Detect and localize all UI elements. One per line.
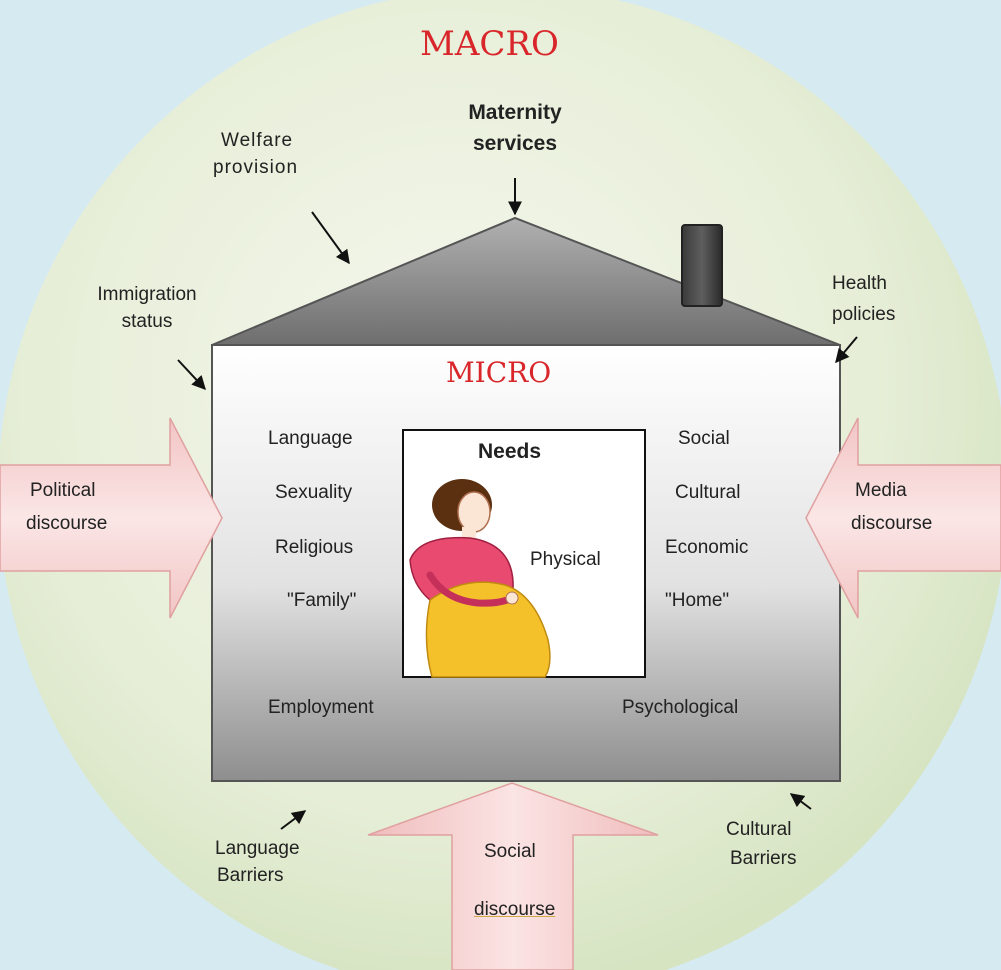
micro-left-item: "Family" bbox=[287, 590, 357, 611]
micro-right-item: Economic bbox=[665, 537, 749, 558]
micro-right-item: Cultural bbox=[675, 482, 741, 503]
maternity-line1: Maternity bbox=[468, 101, 562, 124]
welfare-provision-label: Welfare provision bbox=[213, 127, 298, 181]
welfare-line1: Welfare bbox=[221, 130, 294, 151]
immigration-status-label: Immigration status bbox=[72, 281, 222, 335]
language-barriers-line2: Barriers bbox=[217, 865, 284, 886]
micro-left-item: Sexuality bbox=[275, 482, 353, 503]
cultural-barriers-line2: Barriers bbox=[730, 848, 797, 869]
micro-left-item: Language bbox=[268, 428, 353, 449]
immigration-line2: status bbox=[121, 311, 173, 332]
maternity-services-label: Maternity services bbox=[430, 97, 600, 159]
media-discourse-label: Media discourse bbox=[851, 477, 932, 537]
social-discourse-line2: discourse bbox=[474, 899, 556, 920]
cultural-barriers-pointer-arrow bbox=[789, 793, 812, 810]
political-line2: discourse bbox=[26, 513, 108, 534]
health-line2: policies bbox=[832, 304, 896, 325]
immigration-pointer-arrow bbox=[177, 359, 206, 391]
micro-right-item: Social bbox=[678, 428, 730, 449]
language-barriers-label: Language Barriers bbox=[215, 835, 300, 889]
political-discourse-arrow bbox=[0, 417, 223, 619]
micro-right-item: Psychological bbox=[622, 697, 739, 718]
language-barriers-pointer-arrow bbox=[280, 810, 307, 830]
micro-left-item: Religious bbox=[275, 537, 354, 558]
political-discourse-label: Political discourse bbox=[26, 477, 107, 537]
welfare-line2: provision bbox=[213, 157, 299, 178]
social-discourse-line1: Social bbox=[484, 841, 536, 862]
micro-title: MICRO bbox=[446, 356, 552, 389]
cultural-barriers-line1: Cultural bbox=[726, 819, 792, 840]
language-barriers-line1: Language bbox=[215, 838, 300, 859]
political-line1: Political bbox=[30, 480, 96, 501]
media-discourse-arrow bbox=[805, 417, 1001, 619]
cultural-barriers-label: Cultural Barriers bbox=[722, 816, 797, 872]
maternity-line2: services bbox=[472, 132, 558, 155]
house-chimney bbox=[681, 224, 723, 307]
health-pointer-arrow bbox=[835, 336, 858, 364]
social-discourse-arrow bbox=[367, 782, 659, 970]
media-line1: Media bbox=[855, 480, 907, 501]
pregnant-woman-icon bbox=[409, 479, 551, 678]
micro-left-item: Employment bbox=[268, 697, 374, 718]
health-policies-label: Health policies bbox=[832, 270, 895, 328]
immigration-line1: Immigration bbox=[97, 284, 197, 305]
needs-physical-label: Physical bbox=[530, 549, 601, 570]
micro-right-item: "Home" bbox=[665, 590, 730, 611]
media-line2: discourse bbox=[851, 513, 933, 534]
health-line1: Health bbox=[832, 273, 887, 294]
welfare-pointer-arrow bbox=[311, 211, 350, 265]
macro-title: MACRO bbox=[420, 24, 559, 64]
needs-title: Needs bbox=[478, 440, 542, 463]
